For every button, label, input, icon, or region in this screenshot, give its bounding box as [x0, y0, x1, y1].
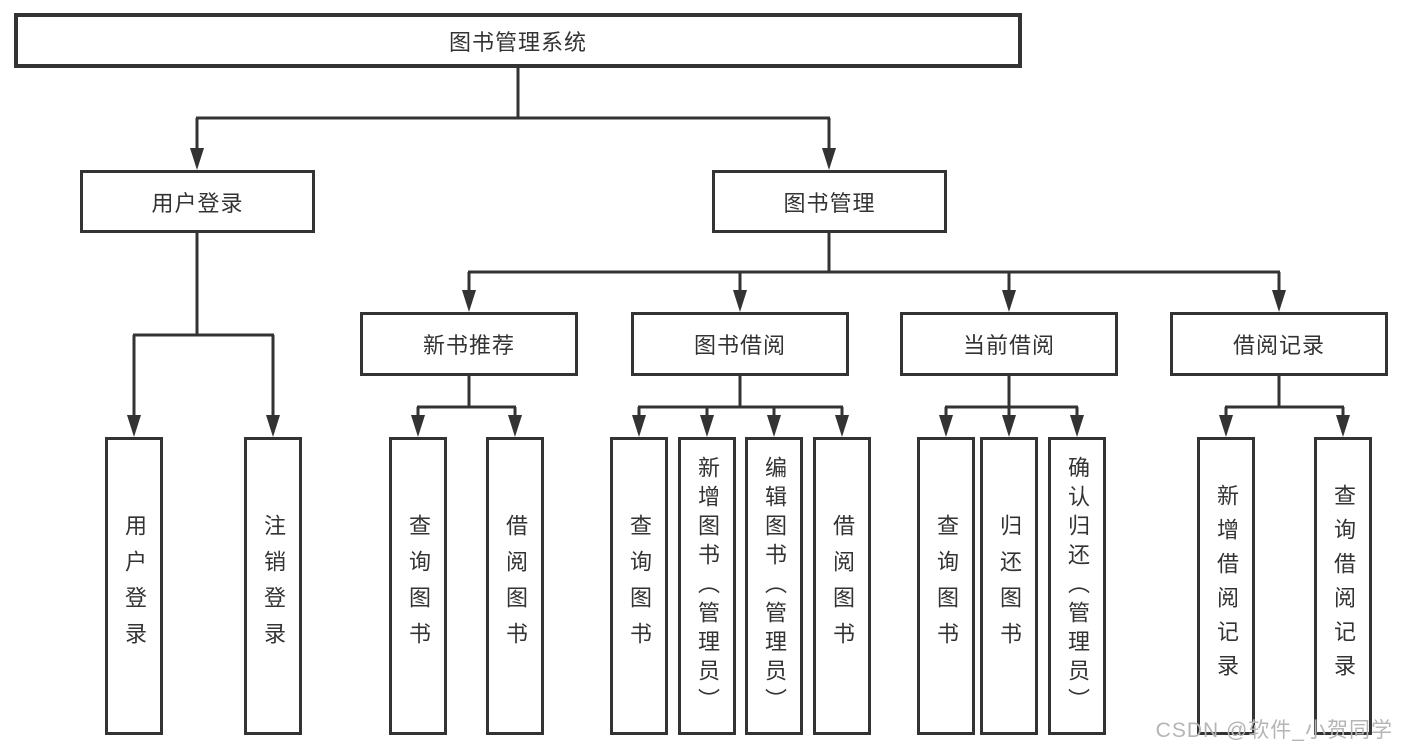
arrowheads	[127, 148, 1350, 437]
leaf-query-books-recommend: 查询图书	[389, 437, 447, 735]
leaf-user-login: 用户登录	[105, 437, 163, 735]
leaf-query-books-current: 查询图书	[917, 437, 975, 735]
node-label: 新书推荐	[422, 333, 515, 358]
node-label: 图书管理	[783, 190, 876, 216]
leaf-add-book-admin: 新增图书（管理员）	[678, 437, 736, 735]
node-user-login: 用户登录	[80, 170, 315, 233]
node-new-book-recommend: 新书推荐	[360, 312, 578, 376]
node-label: 借阅图书	[830, 514, 855, 658]
node-label: 当前借阅	[962, 333, 1055, 358]
node-label: 查询借阅记录	[1331, 484, 1356, 688]
leaf-return-book: 归还图书	[980, 437, 1038, 735]
node-library-management-system: 图书管理系统	[14, 13, 1022, 68]
node-book-management: 图书管理	[712, 170, 947, 233]
node-label: 编辑图书（管理员）	[762, 455, 787, 717]
node-book-borrow: 图书借阅	[631, 312, 849, 376]
node-label: 借阅图书	[503, 514, 528, 658]
node-label: 新增借阅记录	[1214, 484, 1239, 688]
leaf-logout: 注销登录	[244, 437, 302, 735]
leaf-borrow-books: 借阅图书	[813, 437, 871, 735]
node-label: 确认归还（管理员）	[1065, 455, 1090, 717]
node-label: 查询图书	[406, 514, 431, 658]
node-label: 图书管理系统	[448, 29, 587, 55]
node-borrow-records: 借阅记录	[1170, 312, 1388, 376]
node-label: 用户登录	[122, 514, 147, 658]
node-label: 查询图书	[627, 514, 652, 658]
leaf-confirm-return-admin: 确认归还（管理员）	[1048, 437, 1106, 735]
leaf-query-books-borrow: 查询图书	[610, 437, 668, 735]
node-label: 注销登录	[261, 514, 286, 658]
node-label: 查询图书	[934, 514, 959, 658]
node-label: 归还图书	[997, 514, 1022, 658]
leaf-edit-book-admin: 编辑图书（管理员）	[745, 437, 803, 735]
node-label: 新增图书（管理员）	[695, 455, 720, 717]
node-current-borrow: 当前借阅	[900, 312, 1118, 376]
leaf-add-borrow-record: 新增借阅记录	[1197, 437, 1255, 735]
watermark: CSDN @软件_小贺同学	[1155, 719, 1393, 742]
leaf-borrow-books-recommend: 借阅图书	[486, 437, 544, 735]
node-label: 图书借阅	[693, 333, 786, 358]
node-label: 用户登录	[151, 190, 244, 216]
leaf-query-borrow-record: 查询借阅记录	[1314, 437, 1372, 735]
node-label: 借阅记录	[1232, 333, 1325, 358]
